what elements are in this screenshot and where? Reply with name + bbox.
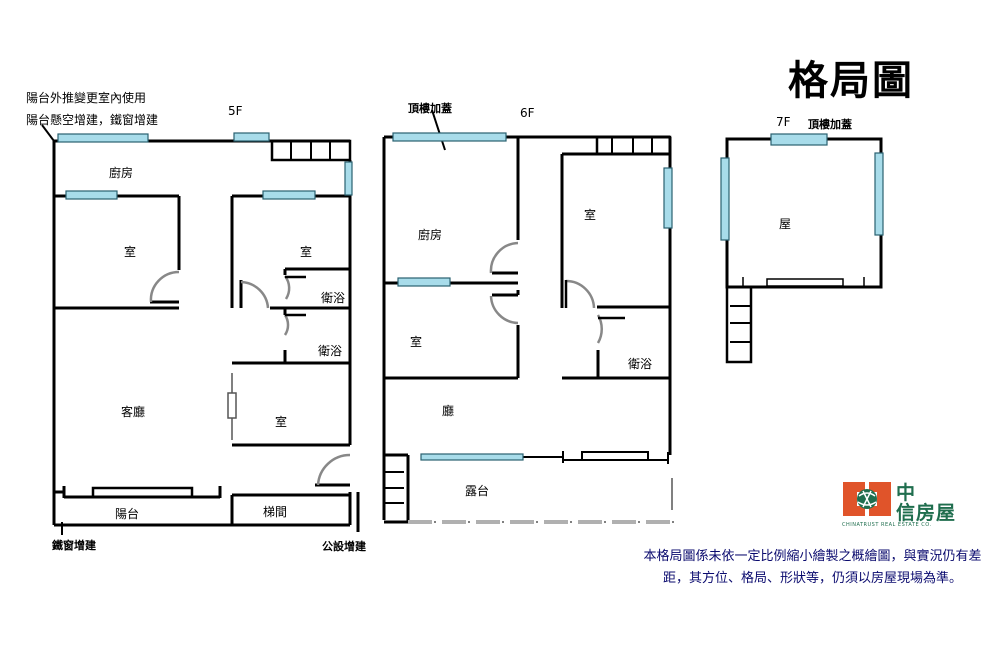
room-label: 廳 — [442, 404, 455, 418]
rooftop-note-7f: 頂樓加蓋 — [808, 118, 852, 131]
public-addition-note: 公設增建 — [322, 540, 366, 553]
room-label: 室 — [584, 208, 597, 222]
floor-label-6f: 6F — [520, 106, 535, 120]
walls-6f — [382, 109, 673, 524]
room-label: 露台 — [465, 484, 490, 498]
room-label: 客廳 — [121, 405, 146, 419]
rooftop-note-6f: 頂樓加蓋 — [408, 102, 452, 115]
floor-label-7f: 7F — [776, 115, 791, 129]
balcony-note-1: 陽台外推變更室內使用 — [26, 91, 147, 105]
logo-english: CHINATRUST REAL ESTATE CO. — [842, 522, 932, 528]
room-label: 廚房 — [418, 228, 443, 242]
walls-7f — [725, 137, 883, 364]
iron-window-note: 鐵窗增建 — [52, 539, 96, 552]
balcony-note-2: 陽台懸空增建，鐵窗增建 — [26, 113, 159, 127]
room-label: 衛浴 — [321, 291, 346, 305]
room-label: 室 — [410, 335, 423, 349]
room-label: 屋 — [779, 217, 792, 231]
room-label: 廚房 — [109, 166, 134, 180]
floor-label-5f: 5F — [228, 104, 243, 118]
room-label: 室 — [275, 415, 288, 429]
logo-text-line2: 信房屋 — [896, 502, 957, 524]
windows — [57, 132, 884, 461]
door-arcs — [149, 241, 603, 486]
room-label: 陽台 — [115, 507, 140, 521]
room-label: 衛浴 — [318, 344, 343, 358]
chinatrust-logo-icon — [843, 482, 891, 516]
disclaimer: 本格局圖係未依一定比例縮小繪製之概繪圖，與實況仍有差 距，其方位、格局、形狀等，… — [630, 546, 995, 590]
walls-5f — [41, 124, 360, 535]
disclaimer-line2: 距，其方位、格局、形狀等，仍須以房屋現場為準。 — [662, 571, 962, 586]
logo-text-line1: 中 — [896, 482, 916, 504]
page-title: 格局圖 — [788, 58, 914, 104]
room-label: 室 — [300, 245, 313, 259]
disclaimer-line1: 本格局圖係未依一定比例縮小繪製之概繪圖，與實況仍有差 — [643, 549, 982, 564]
room-label: 室 — [124, 245, 137, 259]
room-label: 梯間 — [263, 505, 288, 519]
room-label: 衛浴 — [628, 357, 653, 371]
